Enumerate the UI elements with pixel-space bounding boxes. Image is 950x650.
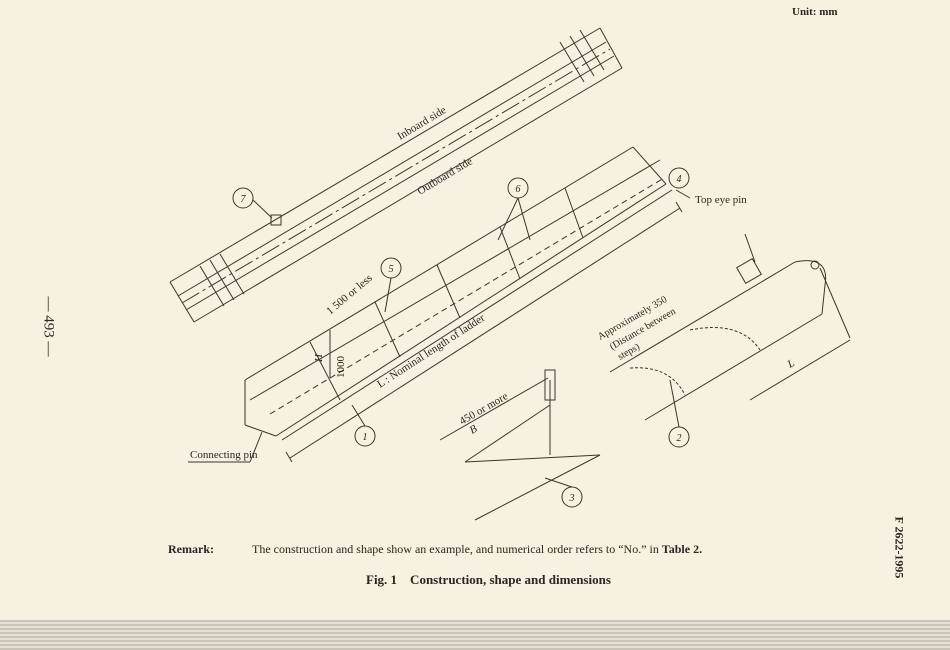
callout-5: 5 <box>389 264 394 275</box>
unit-label: Unit: mm <box>792 6 838 18</box>
ladder-main <box>244 146 683 463</box>
table-reference: Table 2. <box>661 542 703 556</box>
label-inboard: Inboard side <box>395 104 448 143</box>
label-connecting-pin: Connecting pin <box>190 449 258 461</box>
callout-4: 4 <box>677 174 682 185</box>
side-view-ladder <box>169 27 623 323</box>
label-l: L <box>785 357 797 371</box>
callout-6: 6 <box>516 184 521 195</box>
ladder-drawing: Inboard side Outboard side Top eye pin C… <box>169 27 851 521</box>
label-h: H <box>313 353 325 363</box>
callout-1: 1 <box>363 432 368 443</box>
label-top-eye-pin: Top eye pin <box>695 194 747 206</box>
remark-text: The construction and shape show an examp… <box>252 542 702 557</box>
remark-label: Remark: <box>168 542 214 556</box>
label-nominal-length: L : Nominal length of ladder <box>375 312 487 391</box>
callout-7: 7 <box>241 194 247 205</box>
callout-circles <box>188 167 691 508</box>
callout-2: 2 <box>677 433 682 444</box>
label-b: B <box>468 423 480 437</box>
label-outboard: Outboard side <box>415 155 474 197</box>
figure-caption: Fig. 1 Construction, shape and dimension… <box>366 572 611 587</box>
callout-3: 3 <box>569 493 575 504</box>
page-edge <box>0 620 950 650</box>
label-width-min: 450 or more <box>458 390 511 427</box>
label-step-spacing: 1 500 or less <box>324 272 375 317</box>
detail-width <box>439 369 601 521</box>
remark-body: The construction and shape show an examp… <box>252 542 662 556</box>
label-h-value: 1000 <box>335 356 347 379</box>
